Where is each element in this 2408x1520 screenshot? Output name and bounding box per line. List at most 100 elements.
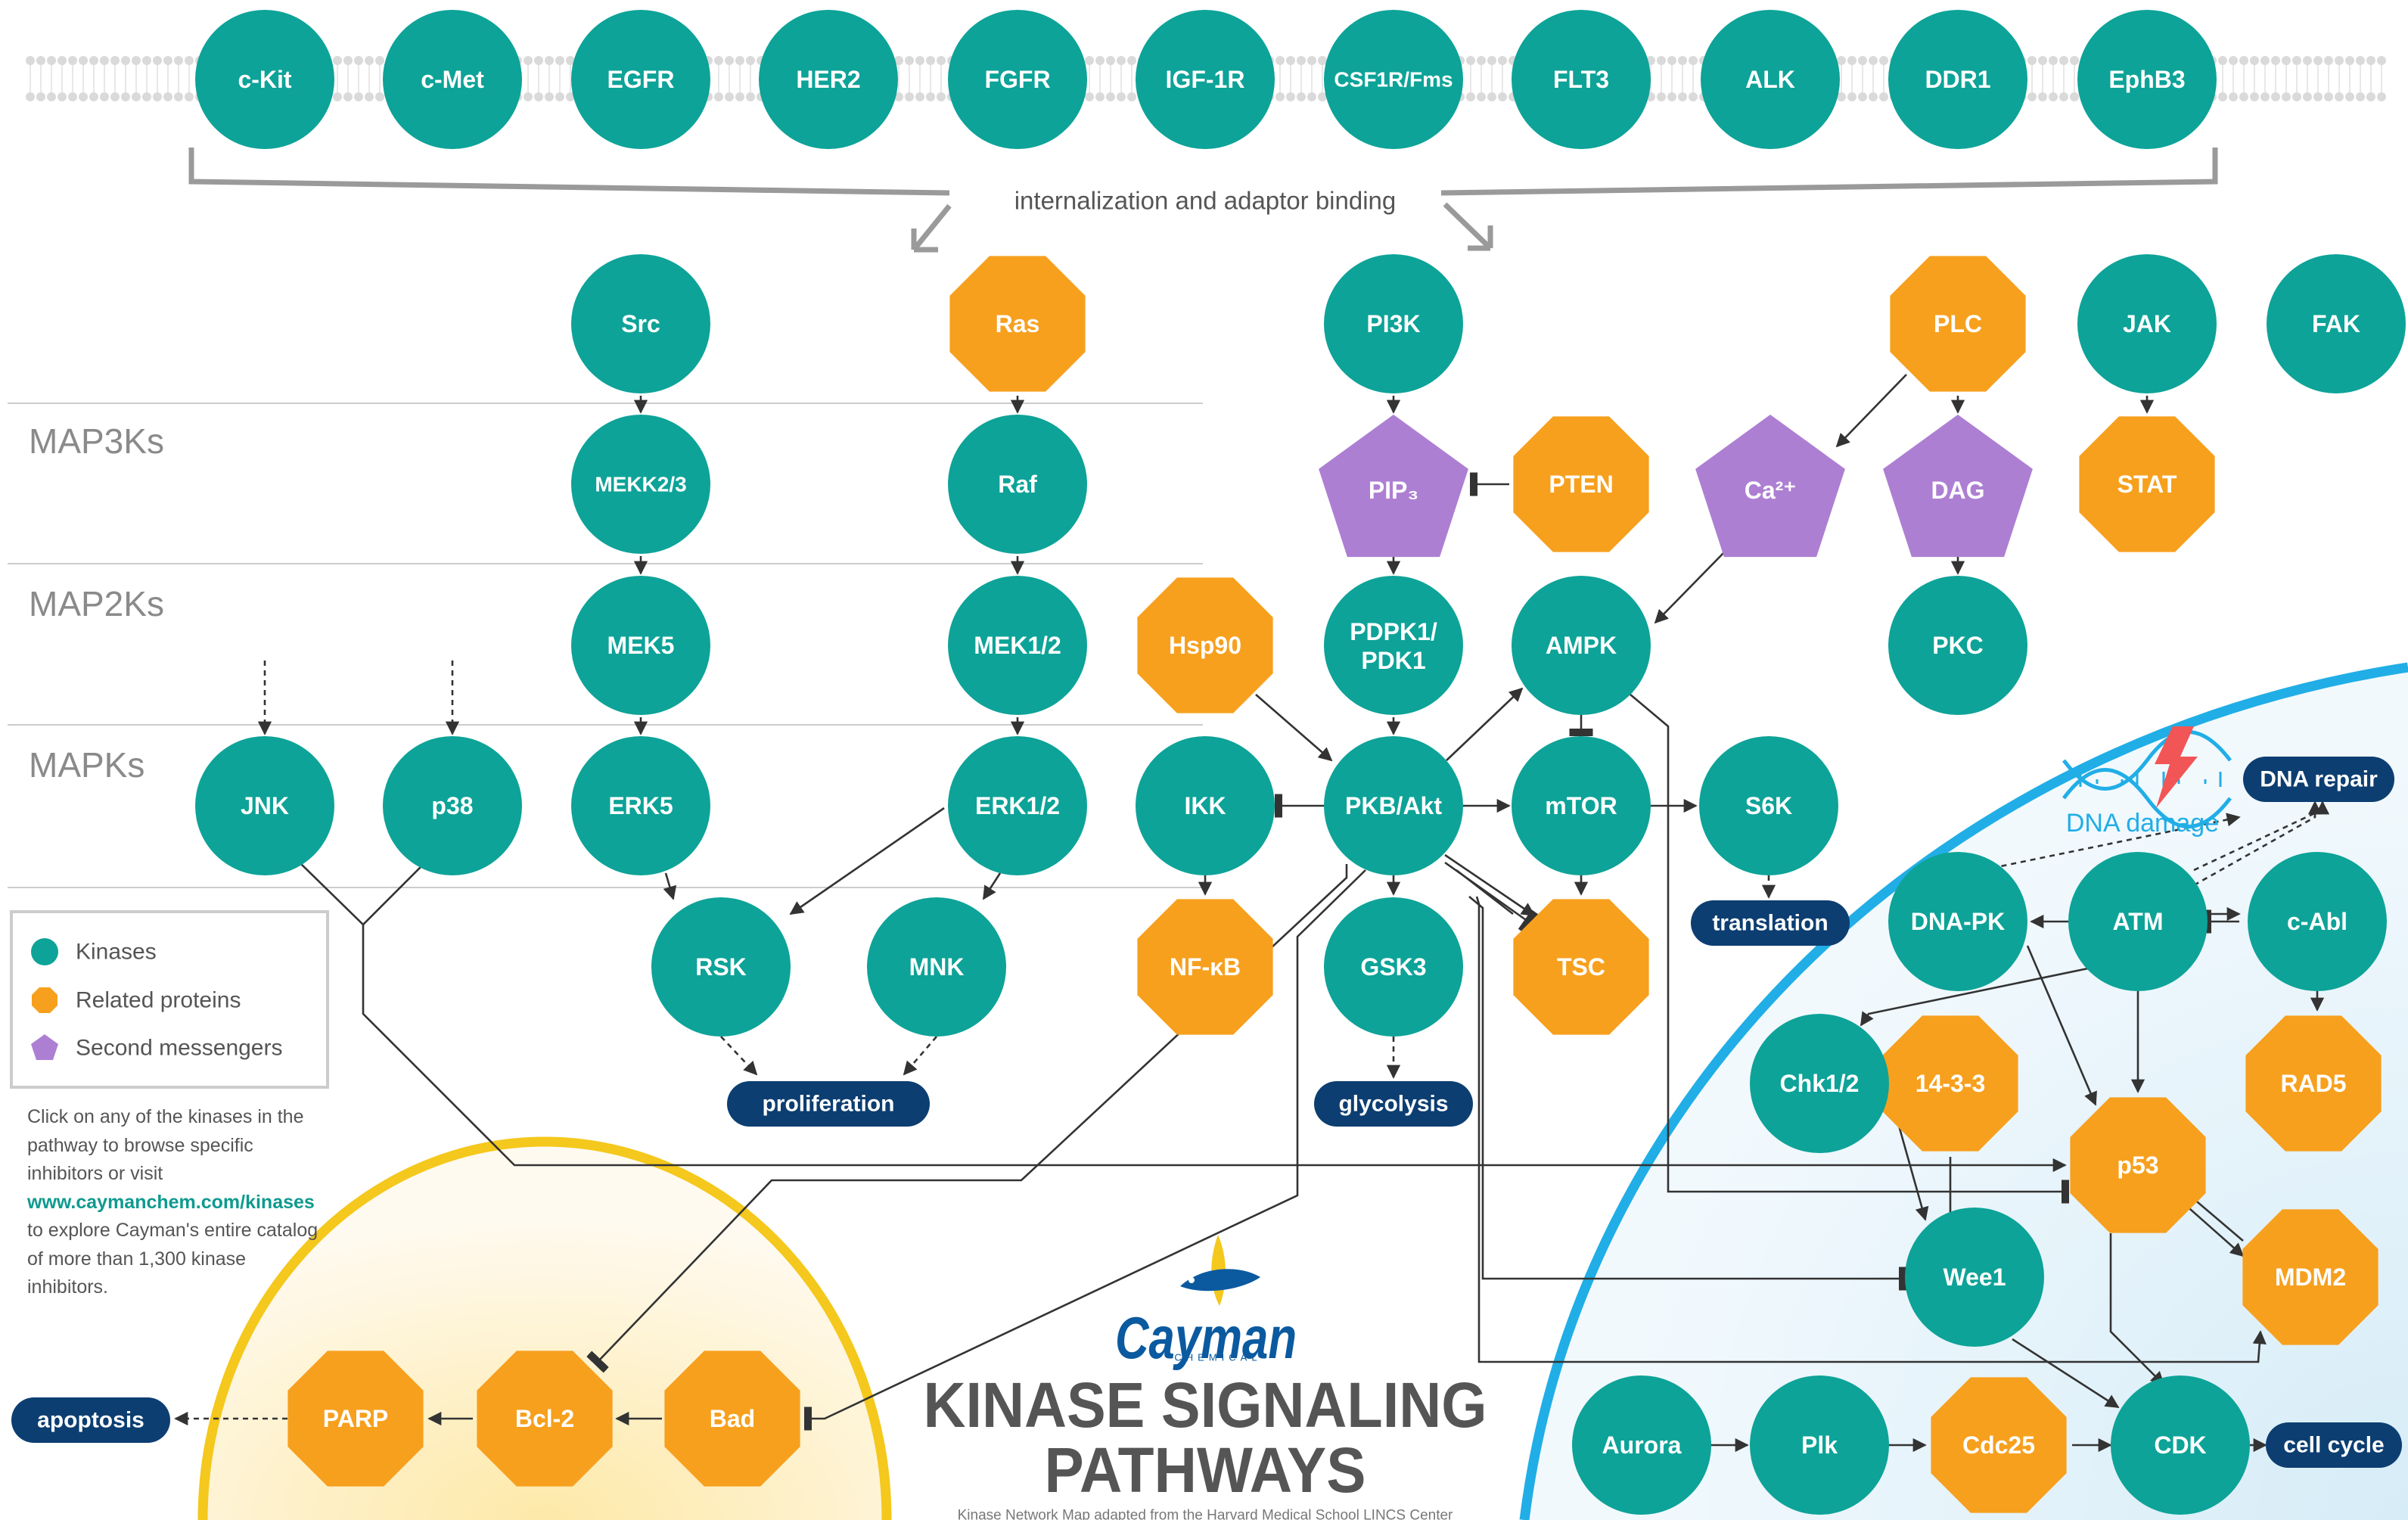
node-ca-label: Ca²⁺ xyxy=(1745,477,1796,504)
dna-damage-label: DNA damage xyxy=(2066,809,2219,838)
node-ampk[interactable]: AMPK xyxy=(1512,576,1651,715)
node-pdpk1[interactable]: PDPK1/PDK1 xyxy=(1324,576,1463,715)
node-gsk3-label: GSK3 xyxy=(1360,953,1426,981)
node-plk-label: Plk xyxy=(1801,1431,1838,1459)
edge-40 xyxy=(1468,896,1907,1291)
node-aurora-shape xyxy=(1572,1375,1711,1515)
node-s6k[interactable]: S6K xyxy=(1699,736,1838,875)
edge-37 xyxy=(362,925,2067,1173)
node-raf[interactable]: Raf xyxy=(948,415,1087,554)
edge-42 xyxy=(1630,694,2070,1204)
pill-cell-cycle: cell cycle xyxy=(2266,1422,2402,1468)
node-cabl[interactable]: c-Abl xyxy=(2248,852,2387,991)
node-pten: PTEN xyxy=(1513,416,1649,552)
node-jnk-shape xyxy=(195,736,334,875)
node-p53-shape xyxy=(2070,1097,2206,1233)
node-her2-shape xyxy=(759,10,898,149)
node-chk12-label: Chk1/2 xyxy=(1780,1070,1860,1097)
node-p53: p53 xyxy=(2070,1097,2206,1233)
node-alk[interactable]: ALK xyxy=(1701,10,1840,149)
edge-39 xyxy=(803,869,1366,1431)
node-stat-label: STAT xyxy=(2117,471,2177,498)
node-fak[interactable]: FAK xyxy=(2267,254,2406,393)
node-pip3-shape xyxy=(1319,415,1468,558)
node-p38[interactable]: p38 xyxy=(383,736,522,875)
node-jnk[interactable]: JNK xyxy=(195,736,334,875)
node-erk12[interactable]: ERK1/2 xyxy=(948,736,1087,875)
node-mekk23-label: MEKK2/3 xyxy=(595,473,686,496)
node-igf1r-label: IGF-1R xyxy=(1166,66,1245,93)
node-mekk23[interactable]: MEKK2/3 xyxy=(571,415,710,554)
node-igf1r[interactable]: IGF-1R xyxy=(1136,10,1275,149)
node-mtor[interactable]: mTOR xyxy=(1512,736,1651,875)
node-atm[interactable]: ATM xyxy=(2068,852,2208,991)
node-wee1[interactable]: Wee1 xyxy=(1905,1208,2044,1347)
node-fgfr-shape xyxy=(948,10,1087,149)
node-dnapk[interactable]: DNA-PK xyxy=(1888,852,2027,991)
node-erk5-shape xyxy=(571,736,710,875)
pathway-edges xyxy=(174,374,2330,1453)
edge-23 xyxy=(1446,687,1524,761)
node-ampk-shape xyxy=(1512,576,1651,715)
dna-helix-icon xyxy=(2062,730,2232,828)
fish-logo-icon xyxy=(1180,1235,1260,1306)
node-fgfr[interactable]: FGFR xyxy=(948,10,1087,149)
node-src[interactable]: Src xyxy=(571,254,710,393)
node-plc-shape xyxy=(1890,256,2026,392)
node-igf1r-shape xyxy=(1136,10,1275,149)
node-mek5[interactable]: MEK5 xyxy=(571,576,710,715)
node-mek12-shape xyxy=(948,576,1087,715)
node-pdpk1-label: PDPK1/ xyxy=(1350,618,1437,645)
node-cdc25-label: Cdc25 xyxy=(1962,1431,2035,1459)
level-map2ks: MAP2Ks xyxy=(29,584,164,623)
node-aurora[interactable]: Aurora xyxy=(1572,1375,1711,1515)
node-chk12[interactable]: Chk1/2 xyxy=(1750,1014,1889,1153)
node-rad5-shape xyxy=(2245,1015,2382,1152)
node-fak-shape xyxy=(2267,254,2406,393)
node-her2[interactable]: HER2 xyxy=(759,10,898,149)
node-rad5: RAD5 xyxy=(2245,1015,2382,1152)
pill-translation-bg xyxy=(1691,900,1850,946)
kinases-link[interactable]: www.caymanchem.com/kinases xyxy=(27,1191,315,1213)
node-erk5[interactable]: ERK5 xyxy=(571,736,710,875)
pill-dna-repair-label: DNA repair xyxy=(2260,767,2378,792)
node-mnk-shape xyxy=(867,897,1006,1037)
node-mtor-shape xyxy=(1512,736,1651,875)
node-mek5-shape xyxy=(571,576,710,715)
node-erk12-shape xyxy=(948,736,1087,875)
node-s6k-label: S6K xyxy=(1745,792,1792,819)
node-ddr1[interactable]: DDR1 xyxy=(1888,10,2027,149)
node-p1433-label: 14-3-3 xyxy=(1916,1070,1986,1097)
node-pip3-label: PIP₃ xyxy=(1369,477,1418,504)
node-parp-shape xyxy=(287,1351,424,1487)
node-flt3[interactable]: FLT3 xyxy=(1512,10,1651,149)
node-pi3k[interactable]: PI3K xyxy=(1324,254,1463,393)
node-plk[interactable]: Plk xyxy=(1750,1375,1889,1515)
node-mek12[interactable]: MEK1/2 xyxy=(948,576,1087,715)
node-mnk[interactable]: MNK xyxy=(867,897,1006,1037)
node-cdk[interactable]: CDK xyxy=(2111,1375,2250,1515)
node-pip3: PIP₃ xyxy=(1319,415,1468,558)
node-ckit[interactable]: c-Kit xyxy=(195,10,334,149)
node-bad-label: Bad xyxy=(710,1405,755,1432)
level-separators xyxy=(8,403,1203,888)
node-akt[interactable]: PKB/Akt xyxy=(1324,736,1463,875)
node-bcl2-shape xyxy=(477,1351,613,1487)
node-ikk[interactable]: IKK xyxy=(1136,736,1275,875)
node-ephb3[interactable]: EphB3 xyxy=(2077,10,2217,149)
node-csf1r[interactable]: CSF1R/Fms xyxy=(1324,10,1463,149)
node-jak[interactable]: JAK xyxy=(2077,254,2217,393)
logo-name: Cayman xyxy=(1115,1304,1297,1371)
node-ddr1-shape xyxy=(1888,10,2027,149)
node-gsk3[interactable]: GSK3 xyxy=(1324,897,1463,1037)
node-egfr[interactable]: EGFR xyxy=(571,10,710,149)
node-rsk[interactable]: RSK xyxy=(651,897,791,1037)
node-gsk3-shape xyxy=(1324,897,1463,1037)
pill-dna-repair: DNA repair xyxy=(2243,757,2394,802)
edge-57 xyxy=(2109,1233,2165,1386)
node-cmet[interactable]: c-Met xyxy=(383,10,522,149)
pill-glycolysis-label: glycolysis xyxy=(1338,1092,1448,1117)
legend-related: Related proteins xyxy=(76,988,241,1013)
node-pkc[interactable]: PKC xyxy=(1888,576,2027,715)
node-flt3-shape xyxy=(1512,10,1651,149)
